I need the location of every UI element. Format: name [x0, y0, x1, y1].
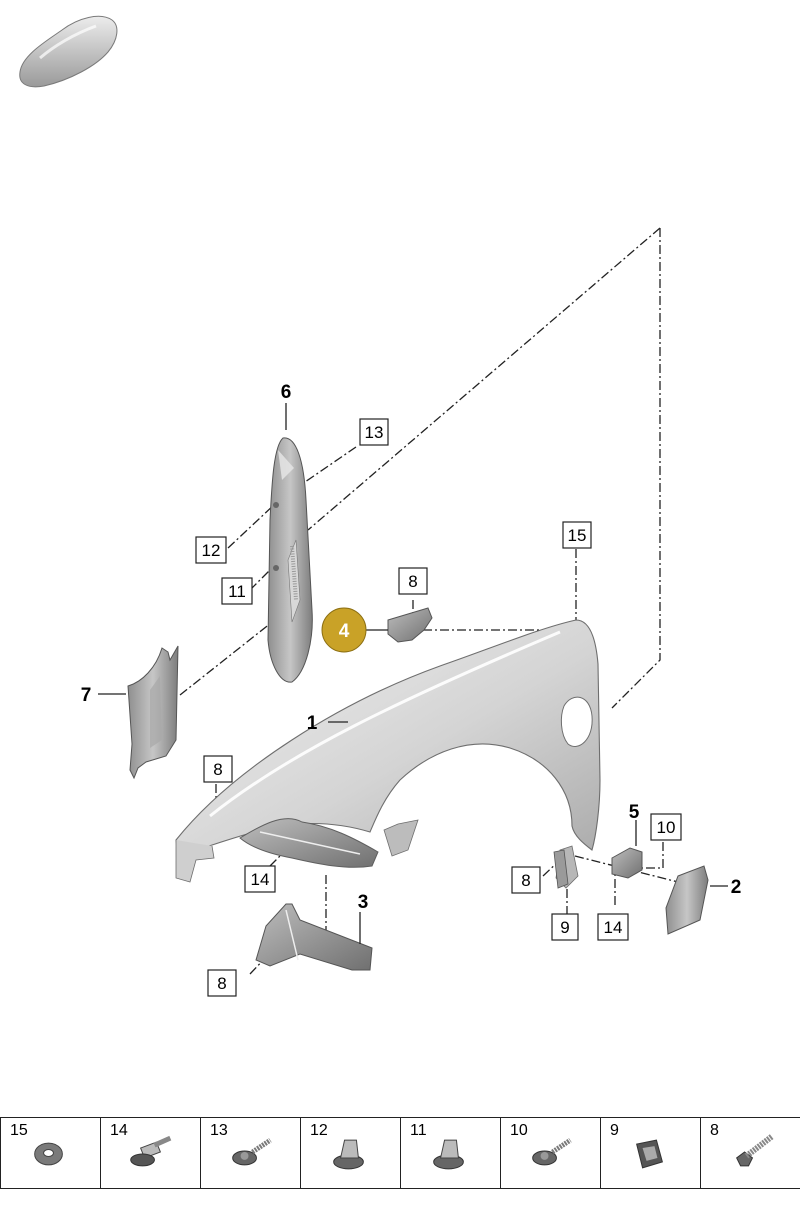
part-2-splash-guard[interactable] — [665, 865, 709, 935]
callout-13: 13 — [365, 423, 384, 442]
bold-callouts: 6 7 1 5 2 3 — [81, 382, 742, 913]
callout-1: 1 — [307, 713, 318, 734]
callout-6: 6 — [281, 382, 292, 403]
legend-cell-9[interactable]: 9 — [600, 1118, 700, 1188]
callout-8-left: 8 — [213, 760, 222, 779]
legend-cell-12[interactable]: 12 — [300, 1118, 400, 1188]
legend-cell-10[interactable]: 10 — [500, 1118, 600, 1188]
legend-number: 9 — [610, 1122, 619, 1139]
legend-number: 11 — [410, 1122, 427, 1139]
callout-4: 4 — [339, 621, 350, 642]
part-3-support-bracket[interactable] — [255, 903, 373, 971]
callout-2: 2 — [731, 877, 742, 898]
legend-cell-14[interactable]: 14 — [100, 1118, 200, 1188]
legend-cell-8[interactable]: 8 — [700, 1118, 800, 1188]
callout-7: 7 — [81, 685, 92, 706]
part-6-pillar-trim[interactable] — [267, 437, 313, 683]
callout-8-bottom: 8 — [217, 974, 226, 993]
legend-number: 13 — [210, 1122, 228, 1139]
callout-8-top: 8 — [408, 572, 417, 591]
vehicle-thumbnail-icon — [19, 15, 118, 88]
callout-14-left: 14 — [251, 870, 270, 889]
callout-5: 5 — [629, 802, 640, 823]
legend-cell-15[interactable]: 15 — [0, 1118, 100, 1188]
fastener-legend: 15 14 13 12 11 10 9 8 — [0, 1117, 800, 1189]
callout-ticks — [98, 403, 728, 944]
callout-10: 10 — [657, 818, 676, 837]
legend-number: 14 — [110, 1122, 128, 1139]
legend-cell-13[interactable]: 13 — [200, 1118, 300, 1188]
legend-number: 10 — [510, 1122, 528, 1139]
part-1-front-fender[interactable] — [175, 619, 601, 889]
callout-3: 3 — [358, 892, 369, 913]
leader-lines — [179, 227, 691, 975]
legend-number: 15 — [10, 1122, 28, 1139]
legend-number: 8 — [710, 1122, 719, 1139]
callout-9: 9 — [560, 918, 569, 937]
part-4-bracket[interactable] — [387, 607, 433, 643]
callout-12: 12 — [202, 541, 221, 560]
callout-14-right: 14 — [604, 918, 623, 937]
part-14-inner-bracket[interactable] — [239, 818, 379, 868]
callout-4-highlight[interactable]: 4 — [321, 607, 367, 653]
part-9-clip-bracket[interactable] — [553, 849, 569, 889]
legend-cell-11[interactable]: 11 — [400, 1118, 500, 1188]
part-7-lower-trim[interactable] — [127, 645, 179, 780]
callout-11: 11 — [228, 582, 246, 601]
callout-8-right: 8 — [521, 871, 530, 890]
boxed-callouts — [195, 418, 682, 997]
legend-number: 12 — [310, 1122, 328, 1139]
part-5-mount-block[interactable] — [611, 847, 643, 879]
boxed-callout-labels: 13 12 11 8 15 8 14 8 8 9 14 10 — [202, 423, 676, 993]
callout-15: 15 — [568, 526, 587, 545]
